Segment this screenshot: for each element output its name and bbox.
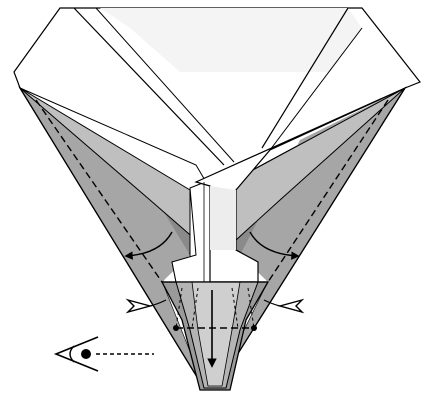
tip-right-point bbox=[251, 325, 257, 331]
center-pale-panel bbox=[210, 186, 236, 250]
tip-left-point bbox=[173, 325, 179, 331]
view-direction-eye-icon bbox=[56, 337, 154, 371]
